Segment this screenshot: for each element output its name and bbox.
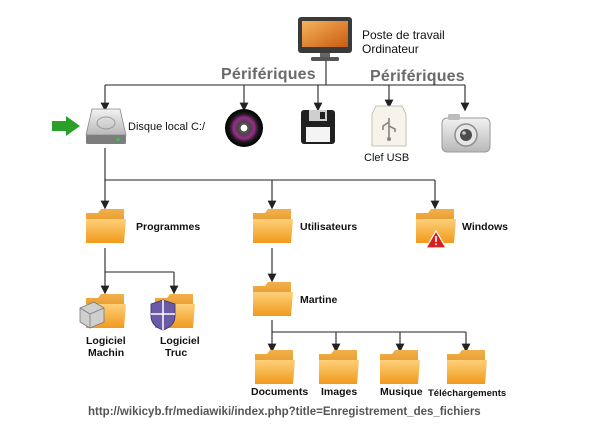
folder-windows-icon [416,209,456,249]
folder-images-icon [319,350,359,384]
folder-logiciel-machin-label-line1: Logiciel [86,335,126,347]
folder-logiciel-machin-label-line2: Machin [88,347,125,359]
computer-label-line1: Poste de travail [362,28,445,42]
camera-icon [441,114,491,153]
folder-logiciel-truc-icon [150,294,195,331]
source-url: http://wikicyb.fr/mediawiki/index.php?ti… [88,406,481,418]
folder-telechargements-icon [447,350,487,384]
hard-drive-icon [85,108,127,144]
package-icon [79,301,105,329]
folder-programmes-icon [86,209,126,243]
folder-documents-icon [255,350,295,384]
disk-label: Disque local C:/ [128,121,206,133]
monitor-icon [298,17,352,61]
folder-utilisateurs-label: Utilisateurs [300,221,358,233]
green-arrow-icon [52,116,80,136]
folder-logiciel-truc-label-line2: Truc [165,347,188,359]
folder-telechargements-label: Téléchargements [428,388,507,399]
folder-logiciel-truc-label-line1: Logiciel [160,335,200,347]
usb-drive-icon [371,105,407,147]
folder-programmes-label: Programmes [136,221,201,233]
folder-images-label: Images [321,386,358,398]
cd-icon [225,109,263,147]
usb-label: Clef USB [364,152,410,164]
peripherals-label-right: Périfériques [370,68,465,85]
folder-documents-label: Documents [251,386,309,398]
computer-label-line2: Ordinateur [362,42,419,56]
peripherals-label-left: Périfériques [221,66,316,83]
folder-windows-label: Windows [462,221,508,233]
floppy-icon [301,110,335,144]
folder-musique-icon [380,350,420,384]
folder-utilisateurs-icon [253,209,293,243]
folder-martine-icon [253,282,293,316]
folder-logiciel-machin-icon [79,294,126,329]
connector-lines [100,58,471,353]
folder-martine-label: Martine [300,294,338,306]
folder-musique-label: Musique [380,386,423,398]
